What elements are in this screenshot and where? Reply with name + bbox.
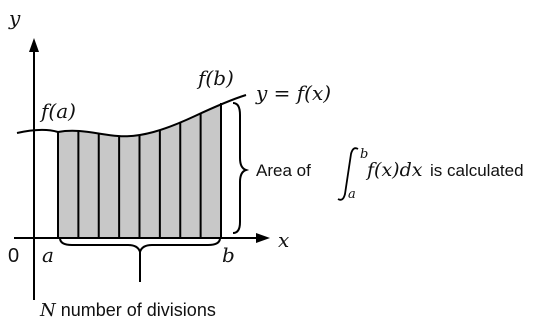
divisions-var: N (39, 300, 57, 321)
area-prefix: Area of (256, 161, 311, 180)
integral-lower-limit: a (348, 187, 356, 202)
y-axis-label: y (8, 6, 21, 30)
divisions-label: N number of divisions (39, 300, 216, 321)
fa-label: f(a) (39, 99, 76, 123)
x-axis-label: x (278, 228, 289, 252)
b-label: b (222, 243, 235, 267)
y-axis-arrow (29, 38, 39, 52)
curve-label: y = f(x) (255, 81, 331, 105)
integrand: f(x)dx (365, 159, 423, 181)
x-axis-arrow (256, 233, 270, 243)
strip-dividers (57, 103, 222, 238)
divisions-text: number of divisions (56, 300, 216, 320)
divisions-brace (59, 237, 221, 256)
a-label: a (42, 243, 54, 267)
curve-line (16, 94, 247, 138)
integral-sign (337, 147, 359, 201)
integral-upper-limit: b (360, 147, 368, 162)
area-brace (232, 102, 250, 234)
fb-label: f(b) (196, 66, 234, 90)
origin-label: 0 (8, 245, 19, 267)
area-suffix: is calculated (430, 161, 524, 180)
